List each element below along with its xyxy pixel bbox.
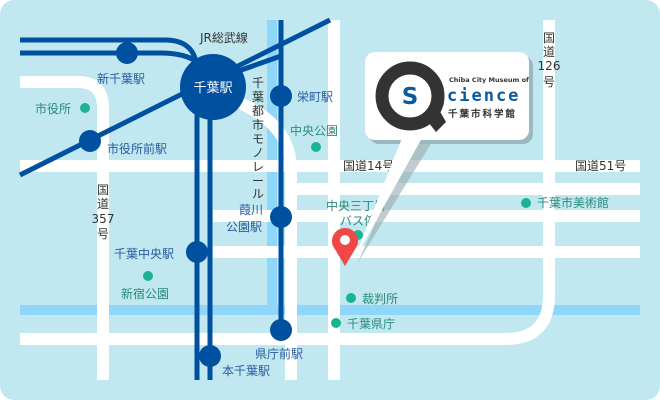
landmark-art-museum: 千葉市美術館 xyxy=(537,195,609,210)
station-sakaecho[interactable] xyxy=(270,85,292,107)
museum-callout[interactable]: S Chiba City Museum of cience 千葉市科学館 xyxy=(353,52,533,264)
station-label-kencho-mae: 県庁前駅 xyxy=(255,346,303,361)
station-chiba-chuo[interactable] xyxy=(186,241,208,263)
svg-text:道: 道 xyxy=(97,197,109,211)
station-label-yoshikawa-1: 葭川 xyxy=(239,203,263,217)
landmark-dot-shinjuku-koen xyxy=(143,271,153,281)
museum-title: cience xyxy=(447,86,520,106)
svg-text:126: 126 xyxy=(538,59,561,73)
station-label-shin-chiba: 新千葉駅 xyxy=(97,71,145,86)
jr-line-label: JR総武線 xyxy=(199,30,248,45)
svg-text:市: 市 xyxy=(252,117,264,132)
svg-text:国: 国 xyxy=(543,31,555,45)
landmark-bus-stop-1: 中央三丁目 xyxy=(326,198,386,213)
station-hon-chiba[interactable] xyxy=(199,345,221,367)
landmark-dot-chuo-koen xyxy=(311,142,321,152)
museum-logo-icon xyxy=(375,61,445,131)
landmark-court: 裁判所 xyxy=(362,292,398,306)
monorail-label: 千 葉 都 市 モ ノ レ ー ル xyxy=(252,76,264,201)
landmark-shinjuku-koen: 新宿公園 xyxy=(121,286,169,301)
svg-text:葉: 葉 xyxy=(252,90,264,104)
landmark-dot-prefectural-office xyxy=(331,318,341,328)
svg-text:ー: ー xyxy=(252,174,264,188)
svg-text:ノ: ノ xyxy=(252,146,264,160)
road-357 xyxy=(20,76,109,380)
museum-subtitle: Chiba City Museum of xyxy=(449,76,529,84)
landmark-dot-court xyxy=(346,293,356,303)
road-label-14: 国道14号 xyxy=(343,159,394,173)
road-label-357: 国 道 357 号 xyxy=(92,183,115,241)
station-yoshikawa-koen[interactable] xyxy=(270,206,292,228)
museum-name-ja: 千葉市科学館 xyxy=(448,108,517,120)
road-label-126: 国 道 126 号 xyxy=(538,31,561,89)
station-label-shiyakusho-mae: 市役所前駅 xyxy=(107,141,167,156)
landmark-shiyakusho: 市役所 xyxy=(35,101,71,116)
station-label-yoshikawa-2: 公園駅 xyxy=(226,220,262,234)
road-126 xyxy=(20,20,555,345)
station-label-chiba: 千葉駅 xyxy=(193,81,232,96)
station-label-hon-chiba: 本千葉駅 xyxy=(222,364,270,378)
road-label-51: 国道51号 xyxy=(575,159,626,173)
landmark-bus-stop-2: バス停 xyxy=(340,213,376,228)
landmark-dot-shiyakusho xyxy=(80,103,90,113)
station-chiba[interactable] xyxy=(180,54,246,120)
landmark-dot-art-museum xyxy=(521,198,531,208)
station-shin-chiba[interactable] xyxy=(116,42,138,64)
svg-text:道: 道 xyxy=(543,45,555,59)
svg-text:レ: レ xyxy=(252,160,264,174)
station-label-chiba-chuo: 千葉中央駅 xyxy=(114,246,174,261)
station-label-sakaecho: 栄町駅 xyxy=(297,90,333,104)
svg-text:号: 号 xyxy=(97,227,109,241)
svg-text:357: 357 xyxy=(92,212,115,226)
svg-text:モ: モ xyxy=(252,132,264,146)
landmark-prefectural-office: 千葉県庁 xyxy=(347,317,395,331)
svg-text:国: 国 xyxy=(97,183,109,197)
station-kencho-mae[interactable] xyxy=(270,319,292,341)
svg-text:都: 都 xyxy=(252,104,264,118)
sobu-diagonal xyxy=(18,17,332,178)
landmark-chuo-koen: 中央公園 xyxy=(290,123,338,138)
location-pin-icon[interactable] xyxy=(332,228,359,266)
svg-text:ル: ル xyxy=(252,187,264,201)
svg-text:号: 号 xyxy=(543,75,555,89)
station-shiyakusho-mae[interactable] xyxy=(79,130,101,152)
museum-logo-letter: S xyxy=(402,84,419,110)
svg-text:千: 千 xyxy=(252,76,264,90)
